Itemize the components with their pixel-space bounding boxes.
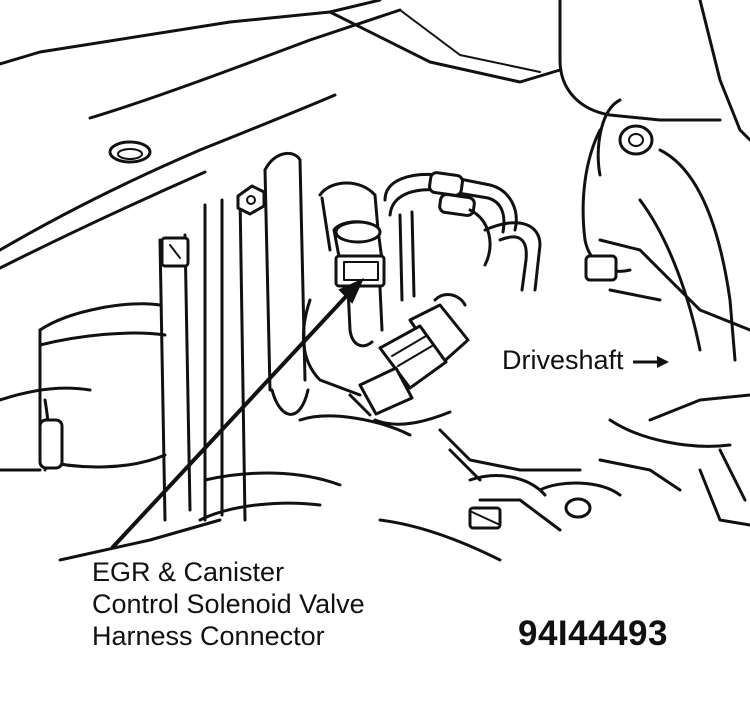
driveshaft-label-text: Driveshaft (502, 345, 624, 375)
vertical-pipes (203, 151, 310, 522)
callout-line-2: Control Solenoid Valve (92, 589, 365, 619)
callout-line-3: Harness Connector (92, 621, 325, 651)
callout-leader-arrow (110, 277, 365, 550)
upper-panel (0, 0, 562, 270)
vacuum-hoses (383, 171, 542, 307)
lower-assembly (198, 393, 750, 562)
harness-connector (348, 303, 470, 426)
canister-body (0, 233, 222, 562)
driveshaft-direction-label: Driveshaft (500, 344, 676, 376)
right-arrow-icon (633, 355, 670, 368)
figure-id: 94I44493 (518, 614, 668, 653)
transmission-housing (558, 0, 750, 527)
callout-label: EGR & Canister Control Solenoid Valve Ha… (92, 556, 365, 652)
solenoid-valve (301, 181, 386, 397)
callout-line-1: EGR & Canister (92, 557, 285, 587)
